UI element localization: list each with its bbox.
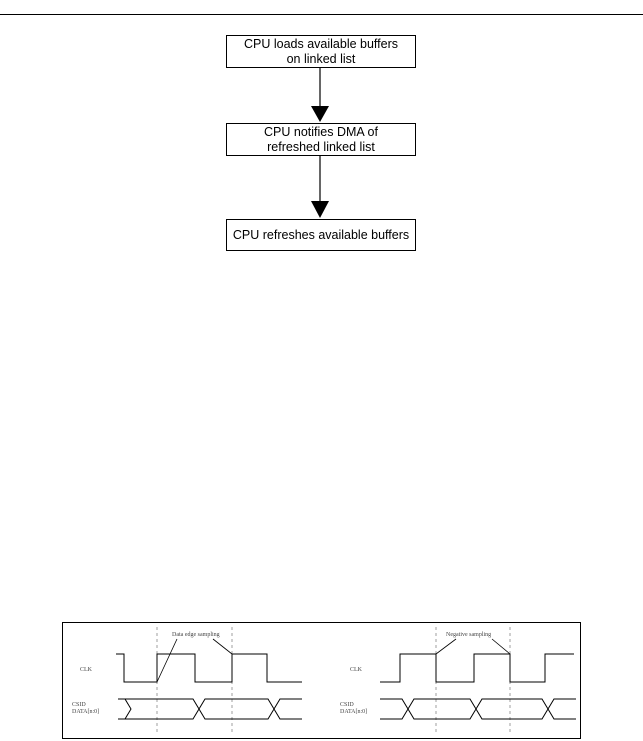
- clock-label: CLK: [80, 667, 93, 673]
- flow-step-load-buffers: CPU loads available buffers on linked li…: [226, 35, 416, 68]
- clock-waveform: [116, 653, 302, 683]
- annotation-pointer: [156, 638, 178, 683]
- timing-annotation: Negative sampling: [446, 632, 491, 638]
- flow-arrow-2: [311, 156, 329, 218]
- clock-waveform: [380, 653, 574, 683]
- flow-step-notify-dma: CPU notifies DMA of refreshed linked lis…: [226, 123, 416, 156]
- annotation-pointer: [212, 638, 233, 655]
- data-waveform: [380, 698, 576, 720]
- flow-step-refresh-buffers: CPU refreshes available buffers: [226, 219, 416, 251]
- page-header-rule: [0, 14, 643, 15]
- clock-label: CLK: [350, 667, 363, 673]
- data-waveform: [118, 698, 302, 720]
- flow-arrow-1: [311, 68, 329, 122]
- timing-diagram-frame: [62, 622, 581, 739]
- timing-annotation: Data edge sampling: [172, 632, 220, 638]
- annotation-pointer: [491, 638, 511, 655]
- annotation-pointer: [435, 638, 457, 655]
